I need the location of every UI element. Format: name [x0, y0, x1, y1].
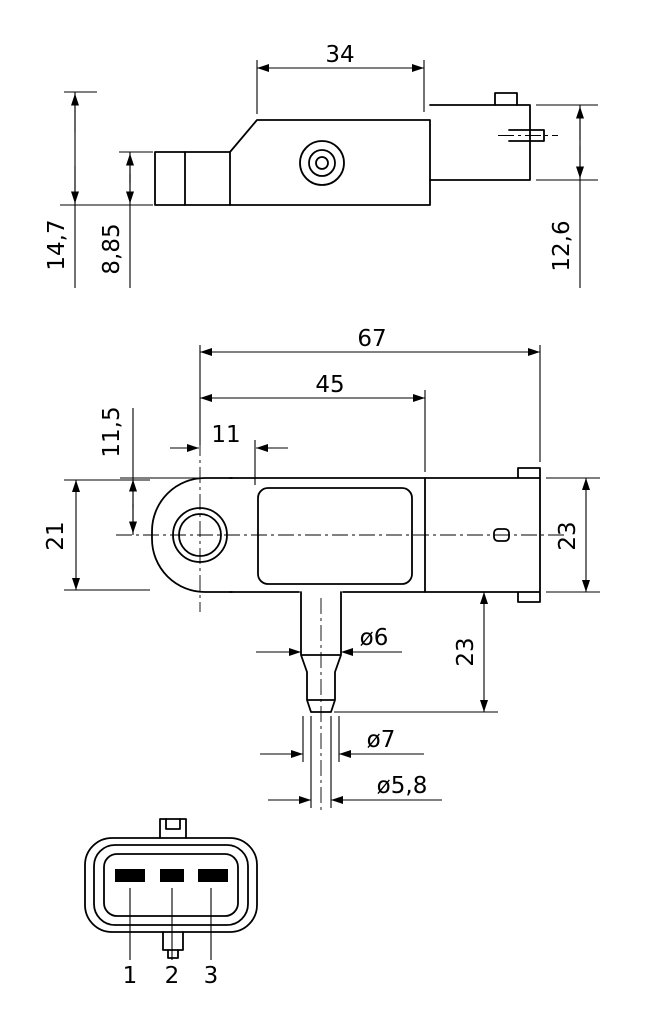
sensor-side-outline [154, 119, 431, 206]
boss-outer-circle [299, 140, 345, 186]
front-view: 67 45 11 11,5 21 [43, 326, 600, 814]
boss-inner-circle [315, 156, 329, 170]
connector-outer-shell [84, 837, 258, 933]
pin-blade-1 [115, 869, 145, 882]
dim-label-8-85: 8,85 [99, 223, 125, 274]
dim-label-11: 11 [211, 422, 240, 448]
pin-label-1: 1 [123, 963, 138, 989]
dim-label-dia-7: ø7 [367, 727, 396, 753]
dimension-port-dia-6: ø6 [256, 625, 402, 656]
side-view: 34 14,7 8,85 12,6 [44, 42, 598, 288]
dimension-port-dia-7: ø7 [260, 716, 424, 762]
connector-bottom-lug-tip [167, 949, 179, 959]
connector-face-view: 1 2 3 [84, 818, 258, 989]
dim-label-21: 21 [43, 521, 69, 550]
dim-label-11-5: 11,5 [99, 406, 125, 457]
dim-label-45: 45 [315, 372, 344, 398]
pin-label-3: 3 [204, 963, 219, 989]
dimension-port-length-23: 23 [334, 592, 498, 713]
connector-top-lug [159, 818, 187, 839]
connector-bottom-lug [162, 931, 184, 951]
dimension-width-67: 67 [199, 326, 541, 462]
dimension-offset-11-5: 11,5 [99, 406, 208, 535]
pin-blade-2 [160, 869, 184, 882]
dim-label-dia-5-8: ø5,8 [377, 773, 428, 799]
dimension-width-45: 45 [200, 372, 426, 472]
body-outline [229, 477, 426, 593]
dimension-offset-11: 11 [170, 422, 288, 485]
connector-mid-shell [93, 844, 249, 926]
pin-label-2: 2 [165, 963, 180, 989]
dimension-height-14-7: 14,7 [44, 91, 153, 288]
boss-mid-circle [308, 149, 336, 177]
dim-label-23-connector: 23 [555, 521, 581, 550]
dimension-connector-23: 23 [546, 477, 600, 593]
dim-label-dia-6: ø6 [360, 625, 389, 651]
dimension-height-12-6: 12,6 [536, 104, 598, 288]
dimension-height-8-85: 8,85 [99, 151, 153, 288]
dim-label-23-port: 23 [453, 637, 479, 666]
dimension-flange-21: 21 [43, 479, 150, 591]
dimension-port-dia-5-8: ø5,8 [268, 716, 442, 808]
dim-label-34: 34 [325, 42, 354, 68]
body-inner-panel [257, 487, 413, 585]
dim-label-12-6: 12,6 [549, 220, 575, 271]
dim-label-14-7: 14,7 [44, 219, 70, 270]
connector-side-outline [429, 104, 531, 181]
pin-blade-3 [198, 869, 228, 882]
dim-label-67: 67 [357, 326, 386, 352]
connector-inner-shroud [103, 853, 239, 917]
connector-top-lug-notch [165, 818, 181, 830]
connector-pin-side [508, 129, 545, 142]
dimension-width-34: 34 [256, 42, 425, 114]
connector-top-notch [494, 92, 518, 106]
